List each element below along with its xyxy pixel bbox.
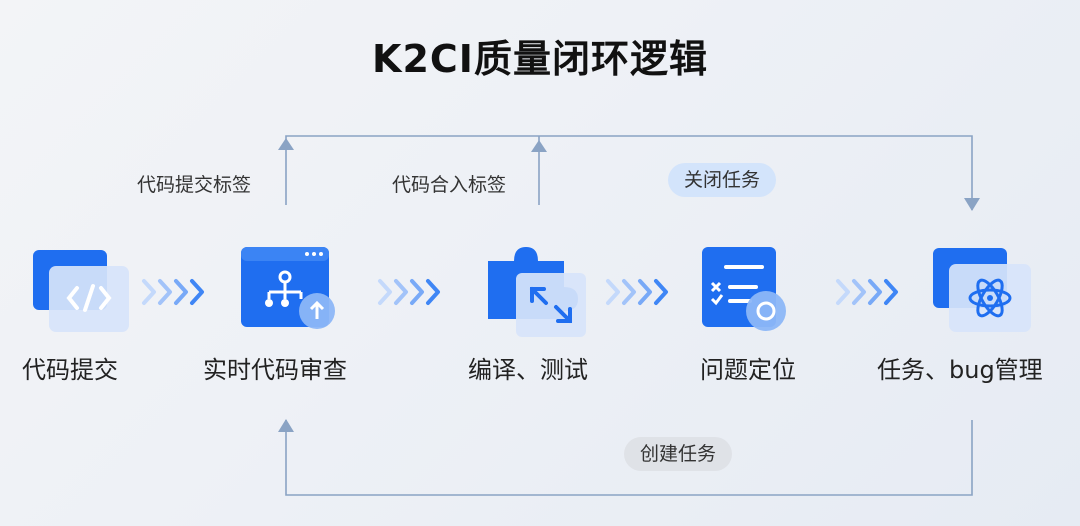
review-flowchart-icon: [241, 247, 341, 343]
commit-tag-label: 代码提交标签: [137, 174, 252, 196]
merge-tag-label: 代码合入标签: [392, 174, 507, 196]
chevron-arrows-icon: [376, 277, 452, 311]
bottom-loop-line: [285, 420, 973, 496]
step-label-commit: 代码提交: [22, 356, 118, 384]
step-label-build-test: 编译、测试: [468, 356, 588, 384]
atom-window-icon: [933, 248, 1038, 342]
commit-tag-arrowhead: [278, 138, 294, 150]
checklist-search-icon: [702, 247, 802, 343]
code-window-icon: [33, 250, 133, 344]
step-label-task-bug: 任务、bug管理: [877, 356, 1043, 384]
merge-tag-arrowhead: [531, 140, 547, 152]
top-loop-line: [285, 135, 973, 210]
step-label-review: 实时代码审查: [203, 356, 347, 384]
chevron-arrows-icon: [834, 277, 910, 311]
chevron-arrows-icon: [140, 277, 216, 311]
chevron-arrows-icon: [604, 277, 680, 311]
puzzle-build-icon: [484, 243, 588, 345]
create-task-arrowhead: [278, 419, 294, 432]
step-label-locate: 问题定位: [700, 356, 796, 384]
close-task-pill: 关闭任务: [668, 163, 777, 197]
create-task-pill: 创建任务: [624, 437, 733, 471]
page-title: K2CI质量闭环逻辑: [372, 37, 708, 81]
close-task-arrowhead: [964, 198, 980, 211]
